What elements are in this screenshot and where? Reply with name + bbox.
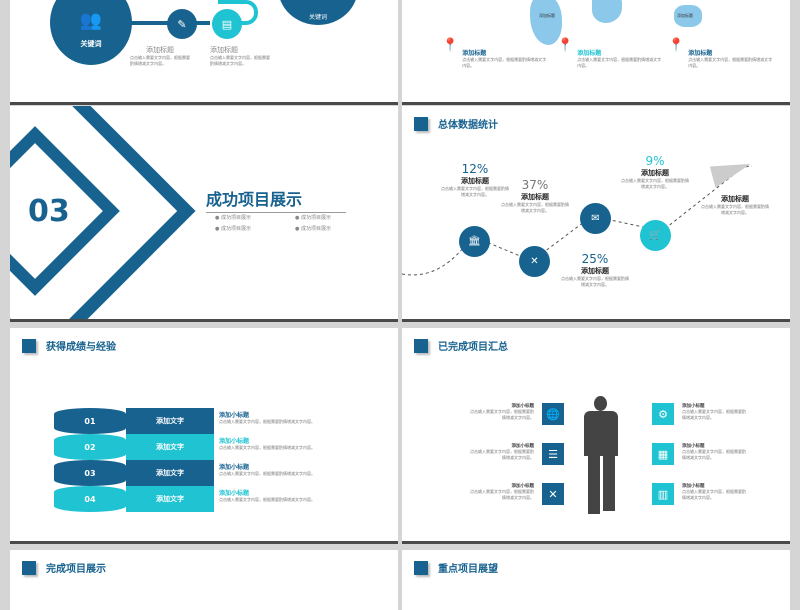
stat-item: 12%添加标题点击输入需要文字内容，根据需要酌情增减文字内容。	[441, 162, 509, 197]
header-square-icon	[22, 560, 36, 575]
left-items: 添加小标题点击输入需要文字内容，根据需要酌情增减文字内容。🌐 添加小标题点击输入…	[442, 403, 564, 523]
right-keyword-circle: 关键词	[278, 0, 358, 25]
slide-header: 完成项目展示	[22, 560, 106, 575]
slide-thumbnail-3[interactable]: 03 成功项目展示 ● 成功项目展示 ● 成功项目展示 ● 成功项目展示 ● 成…	[10, 106, 398, 322]
menu-icon: ☰	[542, 443, 564, 465]
tools-icon: ✕	[519, 246, 550, 277]
pin-item: 📍 添加标题点击输入需要文字内容，根据需要酌情增减文字内容。	[668, 38, 773, 68]
item-1: 添加标题 点击输入需要文字内容，根据需要酌情增减文字内容。	[130, 46, 190, 66]
pencil-icon: ✎	[167, 9, 197, 39]
slide-header: 总体数据统计	[414, 116, 498, 131]
stat-item: 添加标题点击输入需要文字内容，根据需要酌情增减文字内容。	[701, 195, 769, 215]
mail-icon: ✉	[580, 203, 611, 234]
slide-thumbnail-8[interactable]: 重点项目展望	[402, 550, 790, 610]
book-icon: ▤	[212, 9, 242, 39]
location-pin-icon: 📍	[442, 38, 459, 53]
header-square-icon	[22, 338, 36, 353]
world-map	[674, 5, 702, 27]
stat-item: 25%添加标题点击输入需要文字内容，根据需要酌情增减文字内容。	[561, 252, 629, 287]
bar-chart-icon: ▥	[652, 483, 674, 505]
pin-item: 📍 添加标题点击输入需要文字内容，根据需要酌情增减文字内容。	[557, 38, 662, 68]
item-2: 添加标题 点击输入需要文字内容，根据需要酌情增减文字内容。	[210, 46, 270, 66]
globe-icon: 🌐	[542, 403, 564, 425]
bank-icon: 🏛	[459, 226, 490, 257]
slide-thumbnail-6[interactable]: 已完成项目汇总 添加小标题点击输入需要文字内容，根据需要酌情增减文字内容。🌐 添…	[402, 328, 790, 544]
header-square-icon	[414, 560, 428, 575]
stat-item: 9%添加标题点击输入需要文字内容，根据需要酌情增减文字内容。	[621, 154, 689, 189]
bullet-item: ● 成功项目展示	[215, 226, 251, 232]
header-square-icon	[414, 116, 428, 131]
slide-thumbnail-2[interactable]: 添加标题 添加标题 📍 添加标题点击输入需要文字内容，根据需要酌情增减文字内容。…	[402, 0, 790, 105]
slide-header: 重点项目展望	[414, 560, 498, 575]
gears-icon: ⚙	[652, 403, 674, 425]
stat-item: 37%添加标题点击输入需要文字内容，根据需要酌情增减文字内容。	[501, 178, 569, 213]
bullet-item: ● 成功项目展示	[295, 226, 331, 232]
section-number: 03	[28, 194, 70, 229]
section-title: 成功项目展示	[206, 186, 346, 213]
pin-item: 📍 添加标题点击输入需要文字内容，根据需要酌情增减文字内容。	[442, 38, 547, 68]
slide-thumbnail-7[interactable]: 完成项目展示	[10, 550, 398, 610]
bullet-list: ● 成功项目展示 ● 成功项目展示 ● 成功项目展示 ● 成功项目展示	[215, 214, 375, 232]
keyword-circle: 👥 关键词	[50, 0, 132, 65]
world-map	[530, 0, 562, 45]
slide-header: 已完成项目汇总	[414, 338, 508, 353]
right-items: ⚙添加小标题点击输入需要文字内容，根据需要酌情增减文字内容。 ▦添加小标题点击输…	[652, 403, 782, 523]
dashed-path	[402, 165, 753, 276]
slide-thumbnail-4[interactable]: 总体数据统计 🏛 ✕ ✉ 🛒 12%添加标题点击输入需要文字内容，根据需要酌情增…	[402, 106, 790, 322]
slide-thumbnail-1[interactable]: 👥 关键词 ✎ ▤ 添加标题 点击输入需要文字内容，根据需要酌情增减文字内容。 …	[10, 0, 398, 105]
location-pin-icon: 📍	[557, 38, 574, 53]
bullet-item: ● 成功项目展示	[295, 215, 331, 221]
users-icon: 👥	[79, 10, 103, 31]
businessman-silhouette	[584, 396, 618, 516]
cart-icon: 🛒	[640, 220, 671, 251]
calendar-icon: ▦	[652, 443, 674, 465]
header-square-icon	[414, 338, 428, 353]
world-map	[592, 0, 622, 23]
bullet-item: ● 成功项目展示	[215, 215, 251, 221]
row-descriptions: 添加小标题点击输入需要文字内容，根据需要酌情增减文字内容。 添加小标题点击输入需…	[219, 412, 315, 502]
keyword-label: 关键词	[80, 40, 102, 48]
slide-header: 获得成绩与经验	[22, 338, 116, 353]
tools-icon: ✕	[542, 483, 564, 505]
location-pin-icon: 📍	[668, 38, 685, 53]
